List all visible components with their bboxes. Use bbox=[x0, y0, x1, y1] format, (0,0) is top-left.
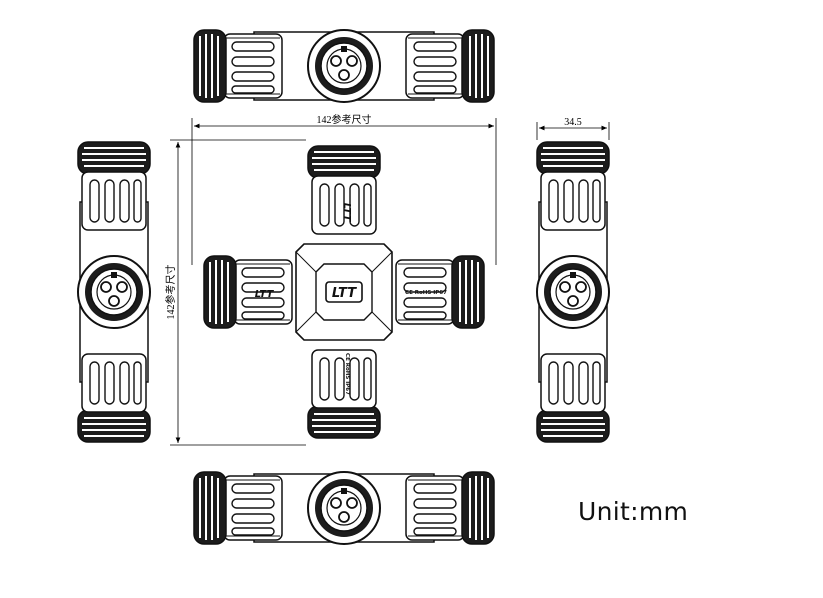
top-view-connector bbox=[194, 30, 494, 102]
left-arm-logo: LTT bbox=[255, 289, 275, 300]
front-view-cross-connector: LTT LTT LTT CE RoHS IP67 CE RoHS IP67 bbox=[204, 145, 484, 439]
height-dimension-label: 142参考尺寸 bbox=[164, 265, 177, 320]
right-view-connector bbox=[537, 142, 609, 442]
top-arm-logo: LTT bbox=[341, 203, 352, 223]
bottom-view-connector bbox=[194, 472, 494, 544]
width-dimension-label: 142参考尺寸 bbox=[317, 113, 372, 126]
left-view-connector bbox=[78, 142, 150, 442]
width-dimension: 142参考尺寸 bbox=[191, 113, 497, 265]
unit-label: Unit:mm bbox=[578, 497, 689, 526]
center-logo: LTT bbox=[332, 286, 357, 301]
side-width-dimension: 34.5 bbox=[536, 117, 610, 140]
side-width-dimension-label: 34.5 bbox=[564, 117, 582, 128]
right-arm-cert: CE RoHS IP67 bbox=[405, 290, 447, 296]
bottom-arm-cert: CE RoHS IP67 bbox=[344, 353, 350, 395]
height-dimension: 142参考尺寸 bbox=[164, 139, 306, 446]
